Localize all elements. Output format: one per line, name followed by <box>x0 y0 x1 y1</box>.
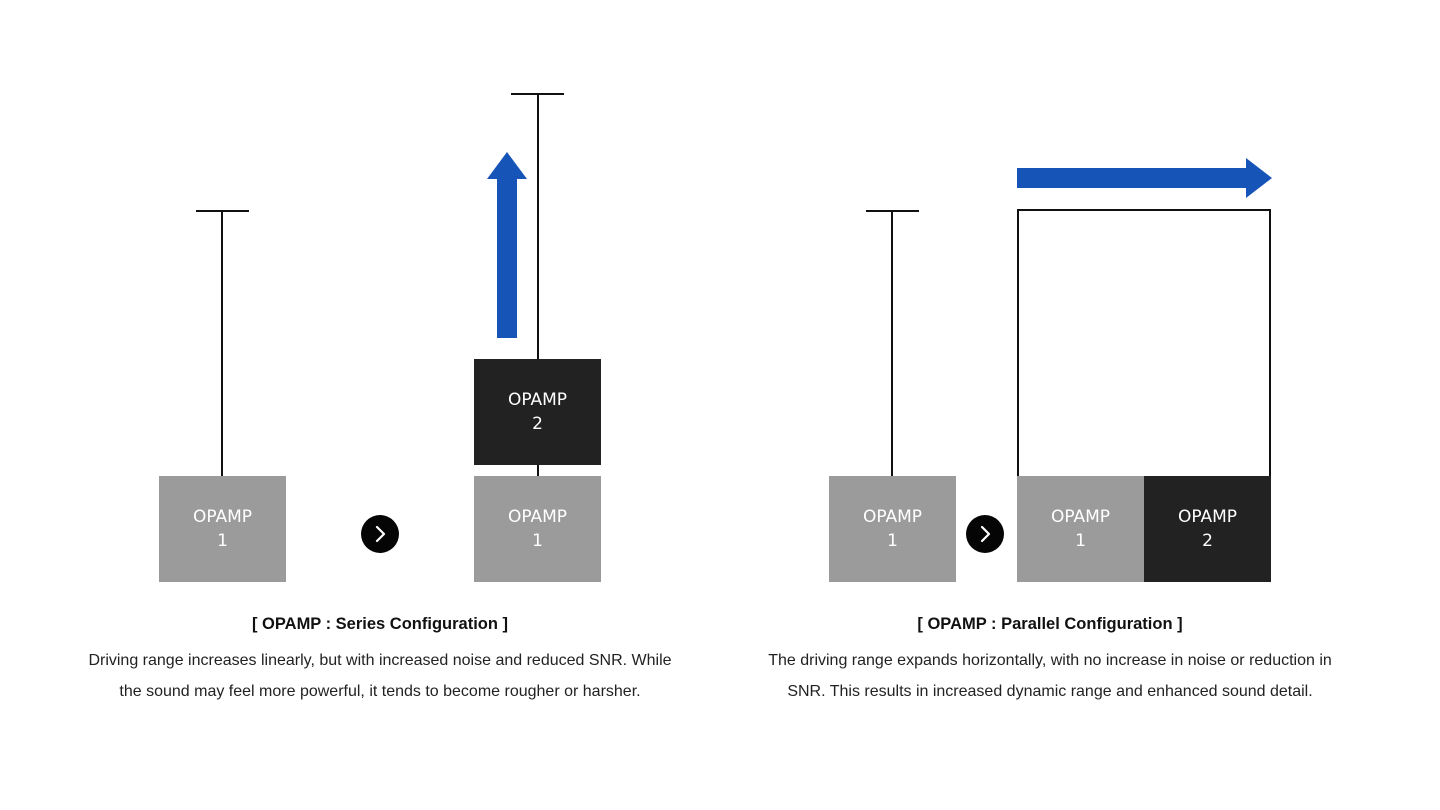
parallel-after-opamp-2: OPAMP 2 <box>1144 476 1271 582</box>
series-after-opamp-1: OPAMP 1 <box>474 476 601 582</box>
chevron-right-icon <box>375 525 386 543</box>
parallel-before-range-line <box>891 210 893 476</box>
series-description-line-2: the sound may feel more powerful, it ten… <box>119 683 641 700</box>
parallel-after-opamp-1: OPAMP 1 <box>1017 476 1144 582</box>
opamp-label: OPAMP <box>862 507 923 527</box>
opamp-label: OPAMP <box>1177 507 1238 527</box>
opamp-number: 1 <box>217 531 228 551</box>
parallel-caption: [ OPAMP : Parallel Configuration ] <box>917 615 1183 633</box>
series-description-line-1: Driving range increases linearly, but wi… <box>88 652 672 669</box>
series-caption: [ OPAMP : Series Configuration ] <box>251 615 509 633</box>
arrow-right-icon <box>1017 158 1272 198</box>
opamp-label: OPAMP <box>507 507 568 527</box>
arrow-up-icon <box>487 152 527 338</box>
opamp-number: 1 <box>887 531 898 551</box>
parallel-range-frame <box>1017 209 1271 476</box>
series-after-range-line <box>537 93 539 359</box>
series-before-opamp-1: OPAMP 1 <box>159 476 286 582</box>
opamp-label: OPAMP <box>507 390 568 410</box>
series-description: Driving range increases linearly, but wi… <box>40 645 720 707</box>
parallel-description-line-2: SNR. This results in increased dynamic r… <box>787 683 1313 700</box>
parallel-before-opamp-1: OPAMP 1 <box>829 476 956 582</box>
opamp-number: 1 <box>532 531 543 551</box>
parallel-description-line-1: The driving range expands horizontally, … <box>768 652 1332 669</box>
parallel-description: The driving range expands horizontally, … <box>710 645 1390 707</box>
opamp-number: 1 <box>1075 531 1086 551</box>
opamp-number: 2 <box>1202 531 1213 551</box>
series-next-button[interactable] <box>361 515 399 553</box>
series-before-range-line <box>221 210 223 476</box>
parallel-next-button[interactable] <box>966 515 1004 553</box>
series-after-connector <box>537 465 539 476</box>
chevron-right-icon <box>980 525 991 543</box>
opamp-label: OPAMP <box>1050 507 1111 527</box>
opamp-label: OPAMP <box>192 507 253 527</box>
opamp-number: 2 <box>532 414 543 434</box>
series-after-opamp-2: OPAMP 2 <box>474 359 601 465</box>
